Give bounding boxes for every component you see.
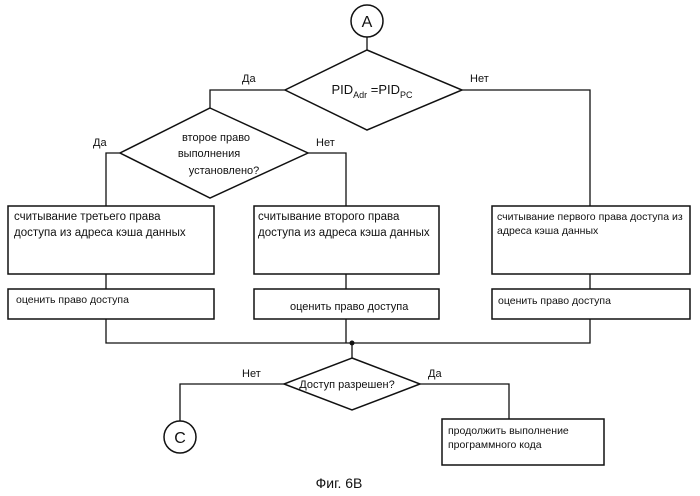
decision2-line1: второе право xyxy=(182,132,250,144)
connector-a-label: A xyxy=(362,14,373,31)
flow-line-no3 xyxy=(180,384,284,421)
box-evaluate-left-label: оценить право доступа xyxy=(16,294,129,306)
merge-line xyxy=(106,319,590,343)
box-read-third-line2: доступа из адреса кэша данных xyxy=(14,227,186,239)
branch-label-yes1: Да xyxy=(242,73,256,85)
connector-c-label: C xyxy=(174,430,186,447)
box-continue-line2: программного кода xyxy=(448,439,542,451)
branch-label-no1: Нет xyxy=(470,73,489,85)
box-read-first-line2: адреса кэша данных xyxy=(497,225,599,237)
flow-line-yes2 xyxy=(106,153,120,206)
flow-line-no2 xyxy=(308,153,346,206)
decision2-line2: выполнения xyxy=(178,148,240,160)
branch-label-yes3: Да xyxy=(428,368,442,380)
branch-label-no2: Нет xyxy=(316,137,335,149)
box-read-second-line2: доступа из адреса кэша данных xyxy=(258,227,430,239)
box-continue-line1: продолжить выполнение xyxy=(448,425,569,437)
flow-line-yes3 xyxy=(420,384,509,419)
box-read-second-line1: считывание второго права xyxy=(258,211,400,223)
decision2-line3: установлено? xyxy=(189,165,260,177)
flow-line-no1 xyxy=(462,90,590,206)
box-read-first-line1: считывание первого права доступа из xyxy=(497,211,683,223)
figure-caption: Фиг. 6В xyxy=(316,475,363,491)
box-evaluate-middle-label: оценить право доступа xyxy=(290,301,409,313)
box-evaluate-right-label: оценить право доступа xyxy=(498,295,611,307)
box-read-third-line1: считывание третьего права xyxy=(14,211,161,223)
decision3-label: Доступ разрешен? xyxy=(299,379,394,391)
branch-label-yes2: Да xyxy=(93,137,107,149)
branch-label-no3: Нет xyxy=(242,368,261,380)
flow-line-yes1 xyxy=(210,90,285,108)
